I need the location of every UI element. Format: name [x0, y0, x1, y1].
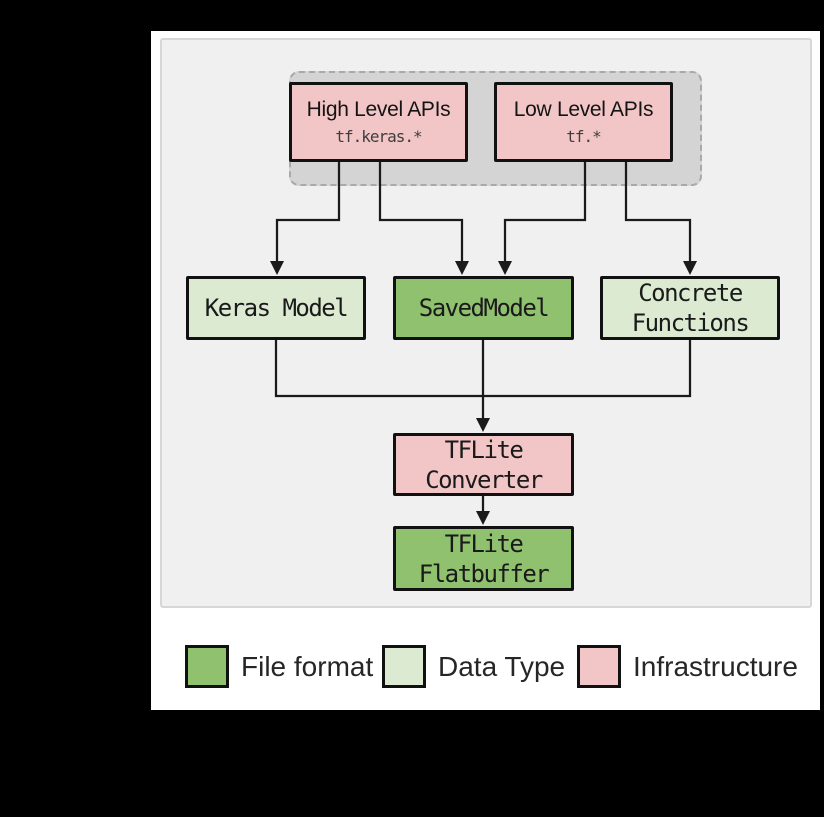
- high-level-apis-title: High Level APIs: [306, 97, 451, 121]
- low-level-apis-title: Low Level APIs: [513, 97, 654, 121]
- node-tflite-converter: TFLite Converter: [393, 433, 574, 496]
- legend-swatch-file-format: [185, 645, 229, 688]
- node-high-level-apis: High Level APIs tf.keras.*: [289, 82, 468, 162]
- legend-label-infrastructure: Infrastructure: [633, 651, 798, 682]
- legend-swatch-infrastructure: [577, 645, 621, 688]
- high-level-apis-code: tf.keras.*: [335, 126, 422, 146]
- node-low-level-apis: Low Level APIs tf.*: [494, 82, 673, 162]
- tflite-converter-label: TFLite Converter: [425, 435, 543, 494]
- tflite-flatbuffer-label: TFLite Flatbuffer: [418, 529, 550, 588]
- node-keras-model: Keras Model: [186, 276, 366, 340]
- node-saved-model: SavedModel: [393, 276, 574, 340]
- legend-label-file-format: File format: [241, 651, 374, 682]
- diagram-panel: High Level APIs tf.keras.* Low Level API…: [151, 31, 820, 710]
- node-tflite-flatbuffer: TFLite Flatbuffer: [393, 526, 574, 591]
- node-concrete-functions: Concrete Functions: [600, 276, 780, 340]
- low-level-apis-code: tf.*: [566, 126, 602, 146]
- legend-label-data-type: Data Type: [438, 651, 566, 682]
- saved-model-label: SavedModel: [418, 294, 550, 322]
- legend-swatch-data-type: [382, 645, 426, 688]
- concrete-functions-label: Concrete Functions: [631, 279, 750, 337]
- keras-model-label: Keras Model: [204, 294, 349, 322]
